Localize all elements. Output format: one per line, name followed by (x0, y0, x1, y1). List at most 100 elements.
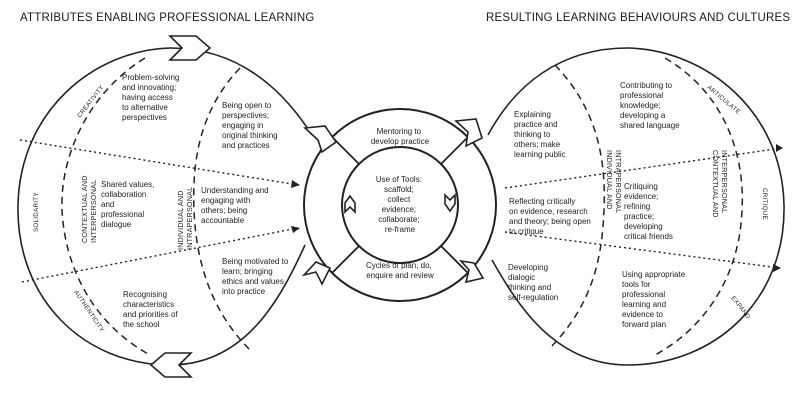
left-outer-bottom-text: Recognising characteristics and prioriti… (123, 290, 180, 329)
left-upper-dotted-line (19, 139, 299, 186)
text-line: engaging in (222, 121, 263, 130)
right-upper-arrowhead-icon (776, 144, 783, 152)
text-line: characteristics (123, 300, 174, 309)
text-line: perspectives (122, 113, 167, 122)
left-lower-dotted-line (21, 227, 299, 283)
text-line: develop practice (371, 137, 430, 146)
text-line: professional (622, 290, 665, 299)
text-line: Developing (508, 263, 548, 272)
left-inner-dashed-arc (192, 67, 251, 351)
left-lower-arrowhead-icon (291, 226, 300, 233)
text-line: Mentoring to (377, 127, 422, 136)
hub-divider-ne (440, 136, 469, 165)
text-line: developing (624, 222, 663, 231)
text-line: knowledge; (620, 101, 660, 110)
hub-inner-ring (341, 146, 459, 264)
text-line: evidence; (624, 192, 658, 201)
text-line: Understanding and (201, 186, 269, 195)
right-loop-outline (491, 47, 785, 366)
text-line: dialogue (101, 220, 132, 229)
text-line: and practices (222, 141, 270, 150)
hub-right-exit-arrow-icon (454, 118, 483, 148)
text-line: collaboration (101, 190, 146, 199)
text-line: the school (123, 320, 160, 329)
right-individual-line-2: INTRAPERSONAL (614, 150, 623, 213)
text-line: re-frame (385, 225, 416, 234)
right-individual-line-1: INDIVIDUAL AND (605, 150, 614, 210)
text-line: self-regulation (508, 293, 558, 302)
right-inner-middle-text: Reflecting critically on evidence, resea… (509, 197, 593, 236)
right-upper-dotted-line (504, 147, 783, 189)
right-contextual-line-1: CONTEXTUAL AND (711, 150, 720, 218)
sector-label-expand: EXPAND (729, 295, 751, 321)
text-line: original thinking (222, 131, 278, 140)
text-line: professional (620, 91, 663, 100)
text-line: developing a (620, 111, 666, 120)
bottom-chevron-arrow-icon (149, 352, 193, 378)
text-line: and theory; being open (509, 217, 591, 226)
right-outer-dashed-arc (654, 57, 744, 356)
text-line: Contributing to (620, 81, 673, 90)
left-inner-top-text: Being open to perspectives; engaging in … (222, 101, 280, 150)
text-line: shared language (620, 121, 680, 130)
hub-lower-left-arrow-icon (301, 261, 332, 286)
left-inner-bottom-text: Being motivated to learn; bringing ethic… (222, 257, 291, 296)
left-outer-dashed-arc (61, 57, 151, 356)
text-line: professional (101, 210, 144, 219)
text-line: learning and (622, 300, 666, 309)
hub-center-text: Use of Tools: scaffold; collect evidence… (376, 175, 424, 234)
right-loop-upper-join (487, 47, 629, 136)
text-line: Cycles of plan, do, (366, 261, 432, 270)
top-chevron-arrow-icon (168, 35, 212, 61)
left-contextual-line-1: CONTEXTUAL AND (80, 175, 89, 243)
text-line: others; make (514, 140, 561, 149)
hub-left-entry-arrow-icon (303, 125, 338, 154)
right-contextual-line-2: INTERPERSONAL (720, 150, 729, 213)
hub-divider-sw (331, 245, 360, 274)
text-line: refining (624, 202, 650, 211)
text-line: practice and (514, 120, 558, 129)
right-outer-middle-text: Critiquing evidence; refining practice; … (624, 182, 673, 241)
right-inner-bottom-text: Developing dialogic thinking and self-re… (508, 263, 558, 302)
text-line: collect (388, 195, 411, 204)
text-line: others; being (201, 206, 247, 215)
left-contextual-band-label: CONTEXTUAL AND INTERPERSONAL (80, 173, 98, 243)
text-line: thinking to (514, 130, 551, 139)
left-individual-line-2: INTRAPERSONAL (185, 187, 194, 250)
right-inner-top-text: Explaining practice and thinking to othe… (514, 110, 566, 159)
right-inner-dashed-arc (549, 64, 606, 349)
right-contextual-band-label: CONTEXTUAL AND INTERPERSONAL (711, 150, 729, 220)
text-line: and priorities of (123, 310, 178, 319)
left-outer-middle-text: Shared values, collaboration and profess… (101, 180, 157, 229)
text-line: evidence to (622, 310, 663, 319)
text-line: on evidence, research (509, 207, 588, 216)
text-line: Reflecting critically (509, 197, 575, 206)
text-line: engaging with (201, 196, 250, 205)
text-line: ethics and values (222, 277, 284, 286)
text-line: and (101, 200, 114, 209)
text-line: collaborate; (378, 215, 419, 224)
text-line: Using appropriate (622, 270, 686, 279)
text-line: perspectives; (222, 111, 269, 120)
inner-right-cycle-arrow-icon (444, 193, 456, 213)
hub-divider-se (440, 245, 469, 274)
text-line: having access (122, 93, 173, 102)
left-contextual-line-2: INTERPERSONAL (89, 180, 98, 243)
text-line: to alternative (122, 103, 168, 112)
left-individual-line-1: INDIVIDUAL AND (176, 190, 185, 250)
left-loop-outline (17, 47, 306, 366)
text-line: Problem-solving (122, 73, 179, 82)
text-line: Use of Tools: (376, 175, 422, 184)
text-line: accountable (201, 216, 245, 225)
hub-bottom-text: Cycles of plan, do, enquire and review (366, 261, 434, 280)
text-line: dialogic (508, 273, 535, 282)
text-line: learning public (514, 150, 566, 159)
text-line: thinking and (508, 283, 551, 292)
text-line: Being motivated to (222, 257, 289, 266)
left-individual-band-label: INDIVIDUAL AND INTRAPERSONAL (176, 187, 194, 250)
text-line: Being open to (222, 101, 272, 110)
inner-left-cycle-arrow-icon (344, 194, 356, 214)
text-line: Critiquing (624, 182, 658, 191)
text-line: to critique (509, 227, 544, 236)
